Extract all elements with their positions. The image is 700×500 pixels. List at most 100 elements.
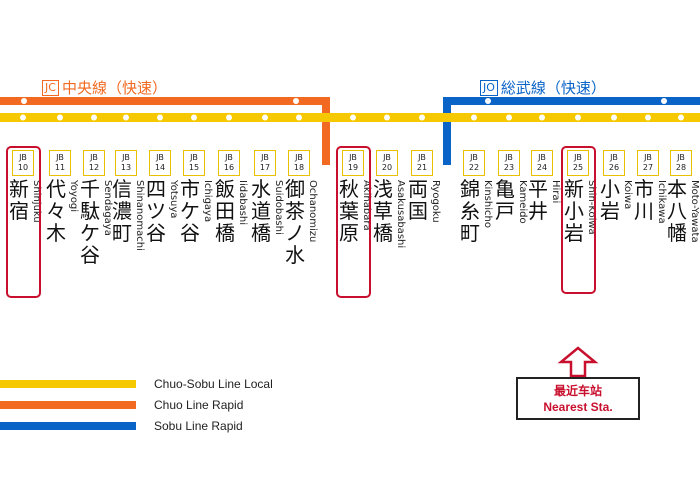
- station-dot: [539, 114, 545, 121]
- station-number: 26: [608, 163, 620, 172]
- station-kanji-char: 小: [600, 177, 620, 201]
- station-kanji-char: 信: [112, 177, 132, 201]
- station-highlight-box: [561, 146, 596, 294]
- station-name-romaji: Yotsuya: [168, 180, 179, 219]
- station-line-code: JB: [190, 153, 198, 162]
- station-dot: [678, 114, 684, 121]
- station-dot: [645, 114, 651, 121]
- legend-swatch-sobu: [0, 422, 136, 430]
- station-number: 27: [642, 163, 654, 172]
- station-kanji-char: ツ: [146, 199, 166, 223]
- sobu-line-drop: [443, 97, 451, 165]
- station-kanji-char: 水: [251, 177, 271, 201]
- station-dot: [471, 114, 477, 121]
- rapid-stop-dot: [661, 98, 667, 104]
- station-number: 17: [259, 163, 271, 172]
- station-dot: [226, 114, 232, 121]
- rapid-stop-dot: [485, 98, 491, 104]
- station-name-romaji: Kinshicho: [482, 180, 493, 228]
- legend-label-local: Chuo-Sobu Line Local: [154, 377, 273, 391]
- station-number: 20: [381, 163, 393, 172]
- station-dot: [419, 114, 425, 121]
- station-kanji-char: 橋: [373, 221, 393, 245]
- sobu-line-code: JO: [480, 79, 498, 96]
- station-name-romaji: Yoyogi: [68, 180, 79, 213]
- station-line-code: JB: [574, 153, 582, 162]
- station-kanji-char: 千: [80, 177, 100, 201]
- station-kanji-char: 代: [46, 177, 66, 201]
- legend-item-local: Chuo-Sobu Line Local: [0, 377, 273, 391]
- station-dot: [350, 114, 356, 121]
- station-name-romaji: Sendagaya: [102, 180, 113, 236]
- station-kanji-char: 田: [215, 199, 235, 223]
- station-kanji-char: 谷: [80, 243, 100, 267]
- station-kanji-char: 木: [46, 221, 66, 245]
- station-line-code: JB: [470, 153, 478, 162]
- station-kanji-char: 浅: [373, 177, 393, 201]
- nearest-arrow: [557, 346, 599, 378]
- station-name-romaji: Iidabashi: [237, 180, 248, 226]
- station-dot: [575, 114, 581, 121]
- station-name-romaji: Shin-Koiwa: [586, 180, 597, 235]
- legend-swatch-local: [0, 380, 136, 388]
- station-kanji-char: 戸: [495, 199, 515, 223]
- station-number: 10: [17, 163, 29, 172]
- legend-item-sobu: Sobu Line Rapid: [0, 419, 243, 433]
- station-line-code: JB: [56, 153, 64, 162]
- station-kanji-char: 濃: [112, 199, 132, 223]
- station-dot: [296, 114, 302, 121]
- legend-label-sobu: Sobu Line Rapid: [154, 419, 243, 433]
- station-dot: [57, 114, 63, 121]
- station-kanji-char: 橋: [215, 221, 235, 245]
- station-name-romaji: Moto-Yawata: [689, 180, 700, 243]
- station-number: 21: [416, 163, 428, 172]
- station-number: 16: [223, 163, 235, 172]
- station-dot: [157, 114, 163, 121]
- station-line-code: JB: [418, 153, 426, 162]
- station-dot: [611, 114, 617, 121]
- station-line-code: JB: [19, 153, 27, 162]
- station-kanji-char: 亀: [495, 177, 515, 201]
- station-number: 14: [154, 163, 166, 172]
- station-highlight-box: [6, 146, 41, 298]
- station-name-kanji: 錦糸町: [458, 178, 482, 244]
- sobu-line-title: JO 総武線（快速）: [480, 77, 606, 98]
- station-name-kanji: 信濃町: [110, 178, 134, 244]
- station-name-kanji: 新宿: [7, 178, 31, 222]
- station-highlight-box: [336, 146, 371, 298]
- station-name-kanji: 御茶ノ水: [283, 178, 307, 266]
- station-kanji-char: 本: [667, 177, 687, 201]
- legend-swatch-chuo: [0, 401, 136, 409]
- station-number: 25: [572, 163, 584, 172]
- station-kanji-char: 草: [373, 199, 393, 223]
- nearest-station-cn: 最近车站: [553, 384, 602, 398]
- station-number: 19: [347, 163, 359, 172]
- station-kanji-char: 駄: [80, 199, 100, 223]
- station-kanji-char: 谷: [146, 221, 166, 245]
- station-kanji-char: 市: [180, 177, 200, 201]
- station-kanji-char: 御: [285, 177, 305, 201]
- station-kanji-char: 国: [408, 199, 428, 223]
- station-line-code: JB: [90, 153, 98, 162]
- station-name-romaji: Ichikawa: [656, 180, 667, 224]
- station-line-code: JB: [610, 153, 618, 162]
- station-dot: [20, 114, 26, 121]
- nearest-station-callout: 最近车站 Nearest Sta.: [516, 377, 640, 420]
- station-number: 23: [503, 163, 515, 172]
- station-number: 15: [188, 163, 200, 172]
- station-dot: [506, 114, 512, 121]
- station-name-kanji: 市ケ谷: [178, 178, 202, 244]
- station-name-kanji: 新小岩: [562, 178, 586, 244]
- rapid-stop-dot: [293, 98, 299, 104]
- station-line-code: JB: [505, 153, 513, 162]
- station-kanji-char: ノ: [285, 221, 305, 245]
